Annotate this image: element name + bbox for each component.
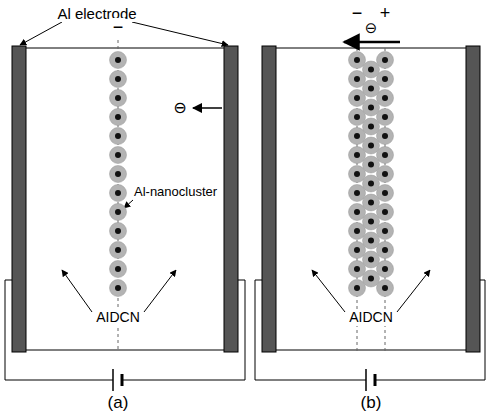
material-label: AIDCN: [94, 310, 142, 325]
al-nanocluster: [110, 109, 127, 126]
al-nanocluster: [363, 156, 380, 173]
al-nanocluster: [377, 128, 394, 145]
panel-label: (a): [106, 394, 131, 413]
polarity-sign: −: [111, 18, 126, 38]
al-electrode: [12, 46, 26, 352]
leader-arrow: [20, 22, 62, 45]
al-nanocluster: [377, 109, 394, 126]
al-nanocluster: [349, 185, 366, 202]
al-nanocluster: [363, 232, 380, 249]
al-nanocluster: [110, 128, 127, 145]
al-nanocluster: [377, 52, 394, 69]
wire: [122, 280, 245, 380]
al-nanocluster: [110, 204, 127, 221]
al-nanocluster: [110, 90, 127, 107]
leader-arrow: [124, 200, 133, 208]
electron-arrow: [193, 107, 222, 109]
al-nanocluster: [363, 118, 380, 135]
al-nanocluster: [349, 166, 366, 183]
battery-symbol: [121, 374, 124, 386]
al-nanocluster: [349, 242, 366, 259]
al-nanocluster: [110, 185, 127, 202]
al-nanocluster: [363, 251, 380, 268]
al-nanocluster: [377, 204, 394, 221]
al-electrode: [262, 46, 276, 352]
al-nanocluster: [110, 52, 127, 69]
polarity-sign: +: [378, 4, 393, 24]
panel-a: [5, 22, 245, 391]
al-nanocluster: [377, 71, 394, 88]
panel-b: [255, 42, 485, 391]
al-electrode: [466, 46, 480, 352]
wire: [255, 280, 366, 380]
leader-arrow: [144, 270, 176, 312]
al-nanocluster: [349, 280, 366, 297]
nanocluster-chain: [110, 52, 394, 297]
al-nanocluster: [363, 61, 380, 78]
al-nanocluster: [377, 90, 394, 107]
material-label: AIDCN: [347, 310, 395, 325]
al-nanocluster: [363, 213, 380, 230]
al-nanocluster: [377, 280, 394, 297]
panel-label: (b): [359, 394, 384, 413]
wire: [5, 280, 113, 380]
leader-arrow: [132, 22, 228, 45]
electron-symbol: ⊖: [171, 99, 188, 117]
leader-arrow: [397, 270, 430, 312]
battery-symbol: [365, 369, 367, 391]
al-nanocluster: [110, 242, 127, 259]
al-nanocluster: [110, 166, 127, 183]
al-nanocluster: [110, 280, 127, 297]
al-nanocluster: [349, 261, 366, 278]
al-nanocluster: [349, 128, 366, 145]
part-label: Al-nanocluster: [132, 185, 219, 199]
al-nanocluster: [377, 223, 394, 240]
al-nanocluster: [349, 90, 366, 107]
al-nanocluster: [349, 147, 366, 164]
al-nanocluster: [377, 147, 394, 164]
al-nanocluster: [363, 137, 380, 154]
al-nanocluster: [349, 223, 366, 240]
al-nanocluster: [377, 261, 394, 278]
battery-symbol: [374, 374, 377, 386]
al-nanocluster: [363, 270, 380, 287]
al-nanocluster: [377, 185, 394, 202]
electron-symbol: ⊖: [363, 20, 380, 37]
al-nanocluster: [110, 147, 127, 164]
al-nanocluster: [349, 52, 366, 69]
electron-arrow: [344, 41, 400, 44]
part-label: Al electrode: [55, 6, 138, 23]
al-nanocluster: [349, 71, 366, 88]
leader-arrow: [312, 270, 345, 312]
al-nanocluster: [377, 166, 394, 183]
al-electrode: [224, 46, 238, 352]
al-nanocluster: [363, 80, 380, 97]
leader-arrow: [62, 270, 92, 312]
al-nanocluster: [110, 71, 127, 88]
al-nanocluster: [363, 99, 380, 116]
al-nanocluster: [363, 175, 380, 192]
wire: [375, 280, 485, 380]
al-nanocluster: [377, 242, 394, 259]
al-nanocluster: [349, 109, 366, 126]
al-nanocluster: [110, 223, 127, 240]
al-nanocluster: [349, 204, 366, 221]
al-nanocluster: [110, 261, 127, 278]
al-nanocluster: [363, 194, 380, 211]
battery-symbol: [112, 369, 114, 391]
